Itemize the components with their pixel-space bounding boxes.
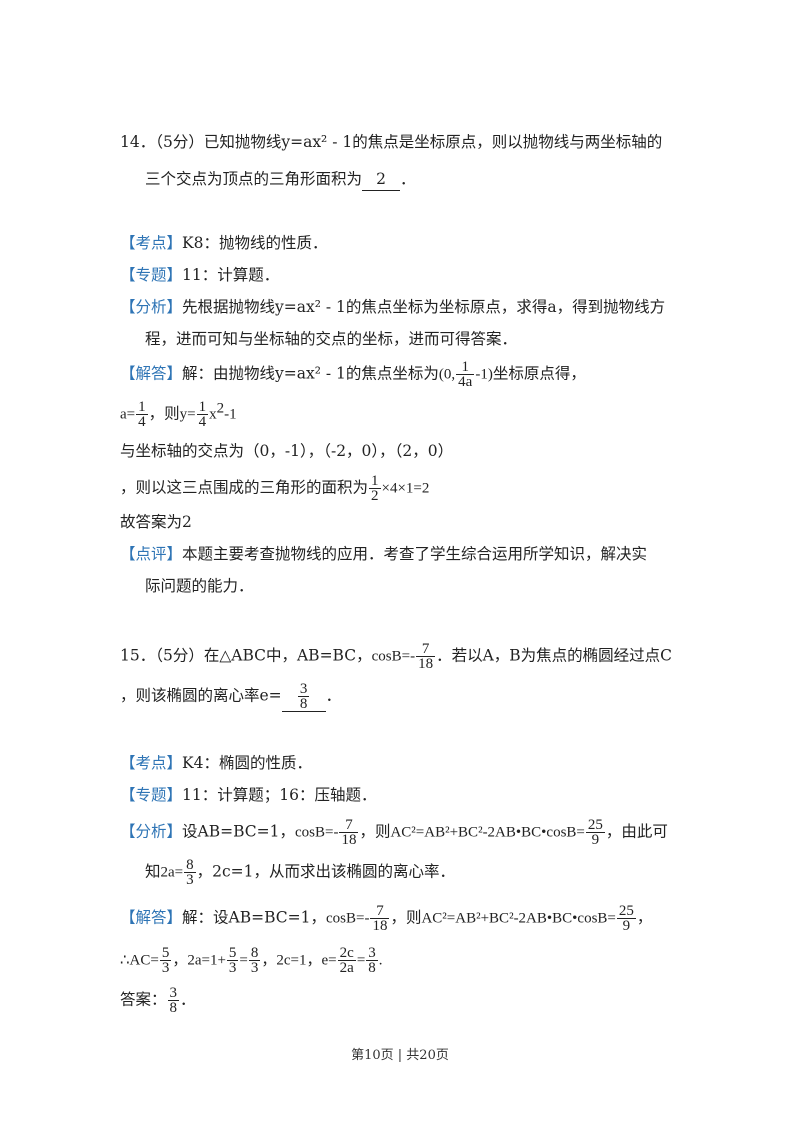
q14-fenxi-line2: 程，进而可知与坐标轴的交点的坐标，进而可得答案． xyxy=(145,330,518,348)
q14-zhuanti: 【专题】11：计算题． xyxy=(120,266,280,284)
page-footer: 第10页 | 共20页 xyxy=(351,1048,449,1063)
q14-jieda-line3: 与坐标轴的交点为（0，‑1），（‑2，0），（2，0） xyxy=(120,442,454,460)
q15-kaodian: 【考点】K4：椭圆的性质． xyxy=(120,754,312,772)
q14-jieda-line5: 故答案为2 xyxy=(120,513,192,531)
q14-fenxi-line1: 【分析】先根据抛物线y=ax² ‑ 1的焦点坐标为坐标原点，求得a，得到抛物线方 xyxy=(120,298,666,316)
q14-kaodian: 【考点】K8：抛物线的性质． xyxy=(120,234,328,252)
q15-zhuanti: 【专题】11：计算题；16：压轴题． xyxy=(120,786,377,804)
q14-answer: 2 xyxy=(362,168,401,191)
q14-dianping-line2: 际问题的能力． xyxy=(145,577,254,595)
q14-stem-line1: 14．（5分）已知抛物线y=ax² ‑ 1的焦点是坐标原点，则以抛物线与两坐标轴… xyxy=(120,133,663,151)
q14-dianping-line1: 【点评】本题主要考查抛物线的应用．考查了学生综合运用所学知识，解决实 xyxy=(120,545,648,563)
